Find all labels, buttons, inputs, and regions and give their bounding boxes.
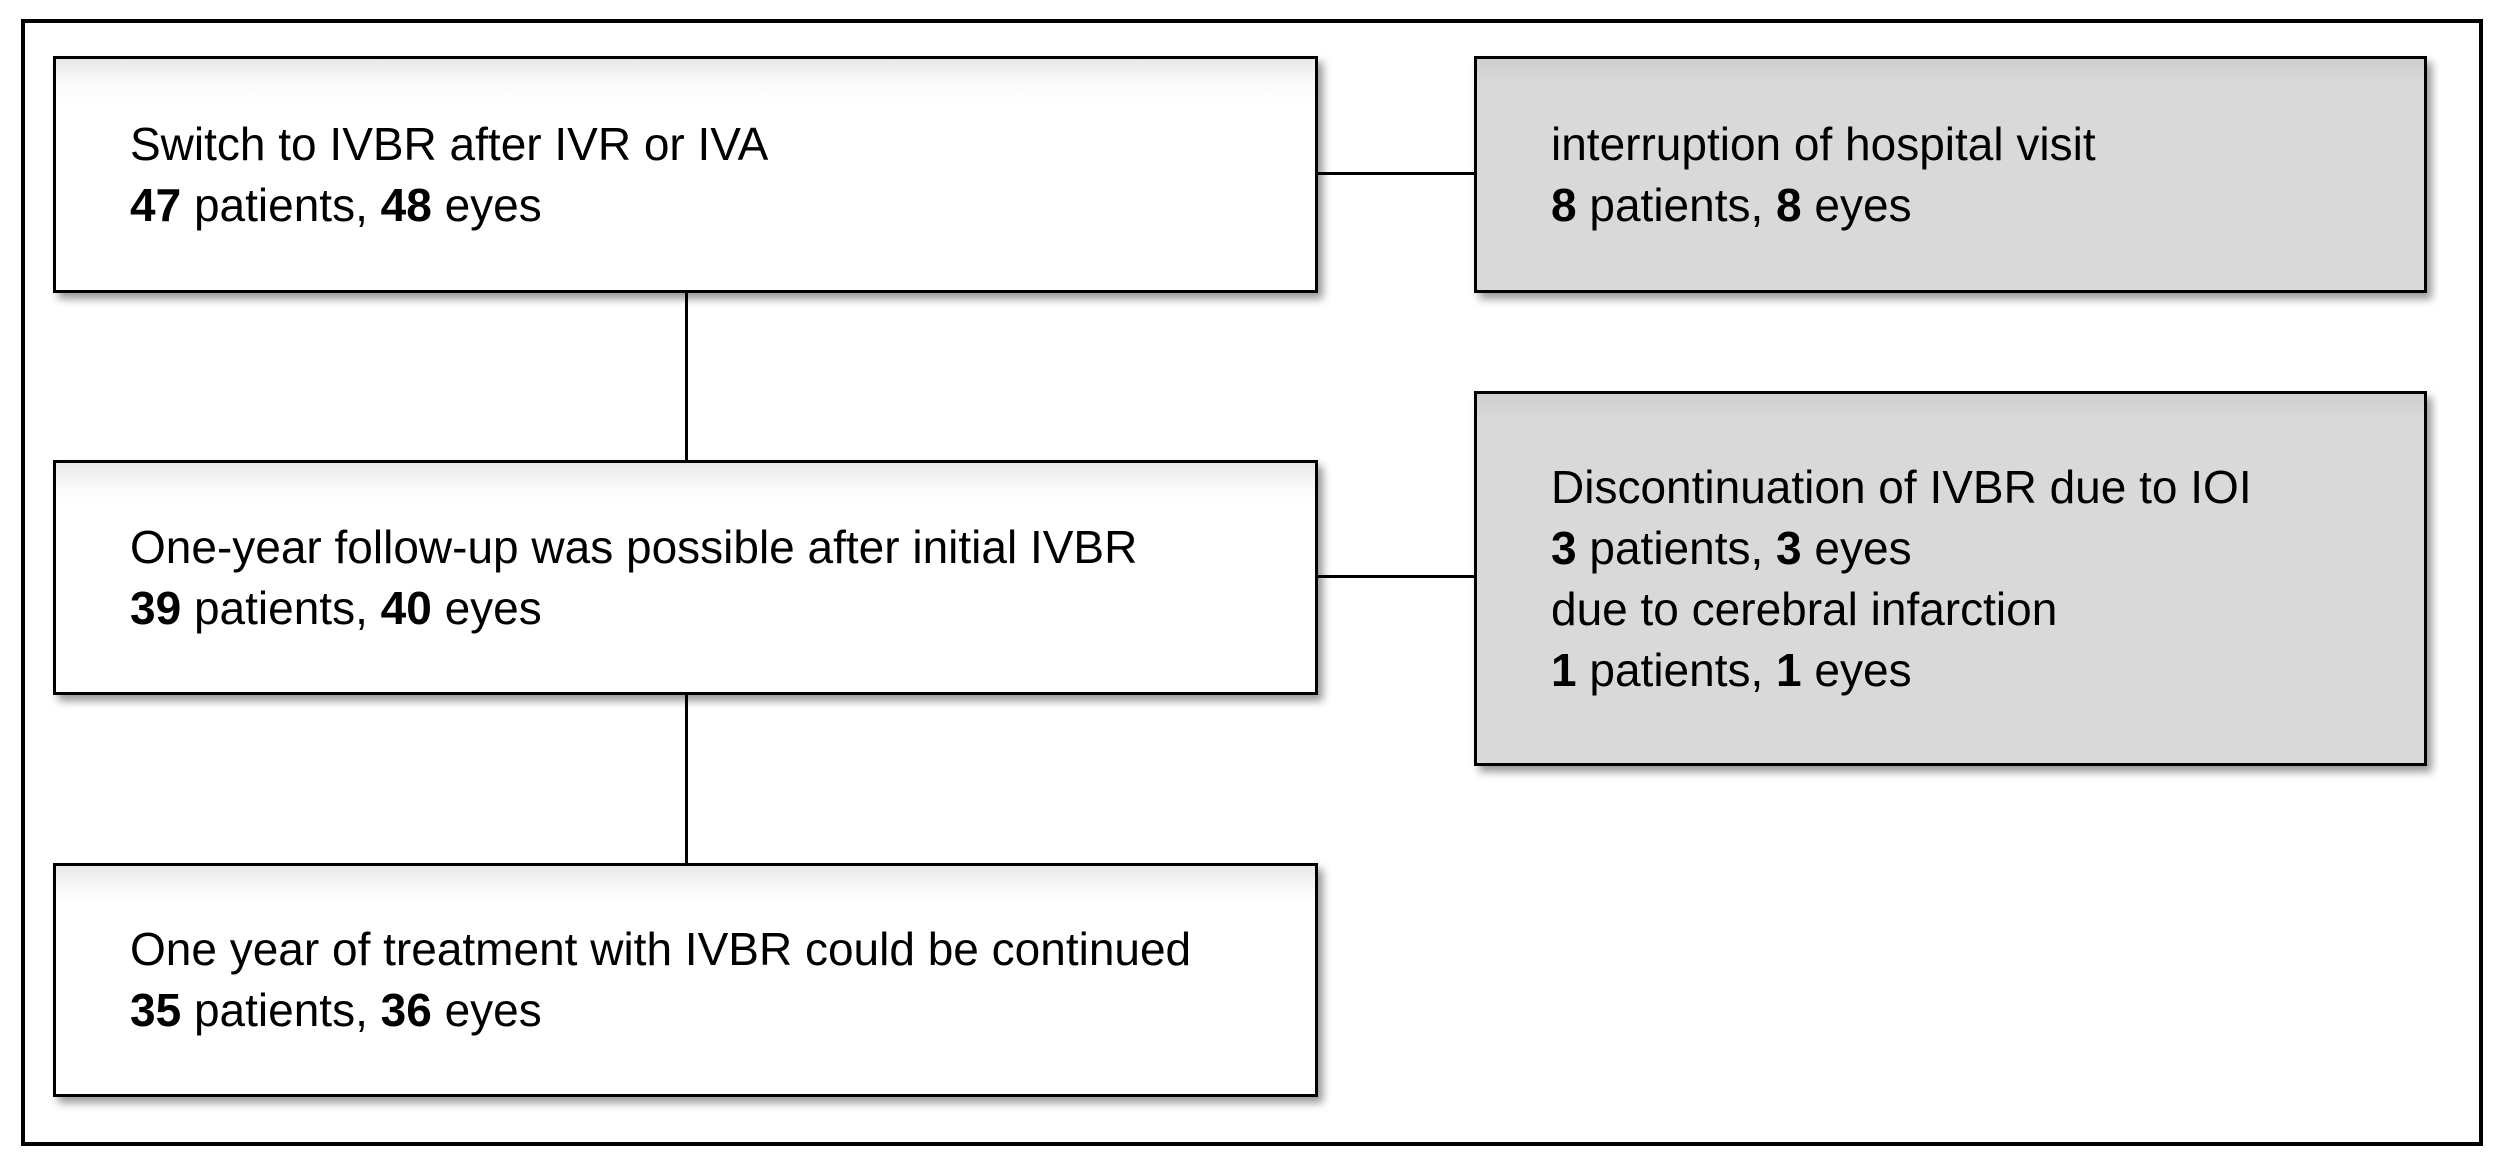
box-subtitle-text: due to cerebral infarction (1551, 582, 2058, 635)
eyes-label: eyes (431, 984, 542, 1036)
eyes-count: 1 (1776, 643, 1802, 696)
box-title-line: Discontinuation of IVBR due to IOI (1551, 457, 2404, 518)
box-title-text: interruption of hospital visit (1551, 117, 2096, 170)
connector-switch-to-followup (685, 293, 688, 460)
eyes-label: eyes (1801, 643, 1912, 696)
box-title-line: interruption of hospital visit (1551, 114, 2404, 175)
eyes-label: eyes (431, 178, 542, 231)
box-title-line: One year of treatment with IVBR could be… (130, 919, 1295, 980)
patients-label: patients, (1576, 521, 1777, 574)
connector-followup-to-continued (685, 695, 688, 863)
patients-count: 35 (130, 984, 182, 1036)
box-title-text: One-year follow-up was possible after in… (130, 520, 1138, 573)
patients-count: 47 (130, 178, 182, 231)
flow-box-treatment-continued: One year of treatment with IVBR could be… (53, 863, 1318, 1097)
box-stats-line: 3 patients, 3 eyes (1551, 518, 2404, 579)
patients-label: patients, (181, 984, 381, 1036)
eyes-count: 48 (380, 178, 432, 231)
box-stats-line: 47 patients, 48 eyes (130, 175, 1295, 236)
eyes-label: eyes (1801, 521, 1912, 574)
patients-label: patients, (181, 178, 381, 231)
box-stats-line: 8 patients, 8 eyes (1551, 175, 2404, 236)
box-title-text: One year of treatment with IVBR could be… (130, 923, 1192, 975)
flow-box-one-year-followup: One-year follow-up was possible after in… (53, 460, 1318, 695)
patients-label: patients, (1576, 643, 1777, 696)
patients-label: patients, (1576, 178, 1777, 231)
box-subtitle-line: due to cerebral infarction (1551, 579, 2404, 640)
patients-count: 1 (1551, 643, 1577, 696)
eyes-label: eyes (431, 581, 542, 634)
box-stats-line: 35 patients, 36 eyes (130, 980, 1295, 1041)
eyes-count: 36 (380, 984, 432, 1036)
box-stats-line: 39 patients, 40 eyes (130, 578, 1295, 639)
connector-switch-to-interruption (1318, 172, 1474, 175)
box-stats-line-2: 1 patients, 1 eyes (1551, 640, 2404, 701)
eyes-count: 8 (1776, 178, 1802, 231)
exclusion-box-interruption: interruption of hospital visit 8 patient… (1474, 56, 2427, 293)
flow-box-switch-to-ivbr: Switch to IVBR after IVR or IVA 47 patie… (53, 56, 1318, 293)
eyes-count: 40 (380, 581, 432, 634)
exclusion-box-discontinuation: Discontinuation of IVBR due to IOI 3 pat… (1474, 391, 2427, 766)
box-title-text: Discontinuation of IVBR due to IOI (1551, 460, 2252, 513)
box-title-line: Switch to IVBR after IVR or IVA (130, 114, 1295, 175)
patients-label: patients, (181, 581, 381, 634)
patients-count: 8 (1551, 178, 1577, 231)
eyes-label: eyes (1801, 178, 1912, 231)
connector-followup-to-discontinuation (1318, 575, 1474, 578)
patients-count: 39 (130, 581, 182, 634)
patients-count: 3 (1551, 521, 1577, 574)
box-title-line: One-year follow-up was possible after in… (130, 517, 1295, 578)
box-title-text: Switch to IVBR after IVR or IVA (130, 117, 769, 170)
eyes-count: 3 (1776, 521, 1802, 574)
